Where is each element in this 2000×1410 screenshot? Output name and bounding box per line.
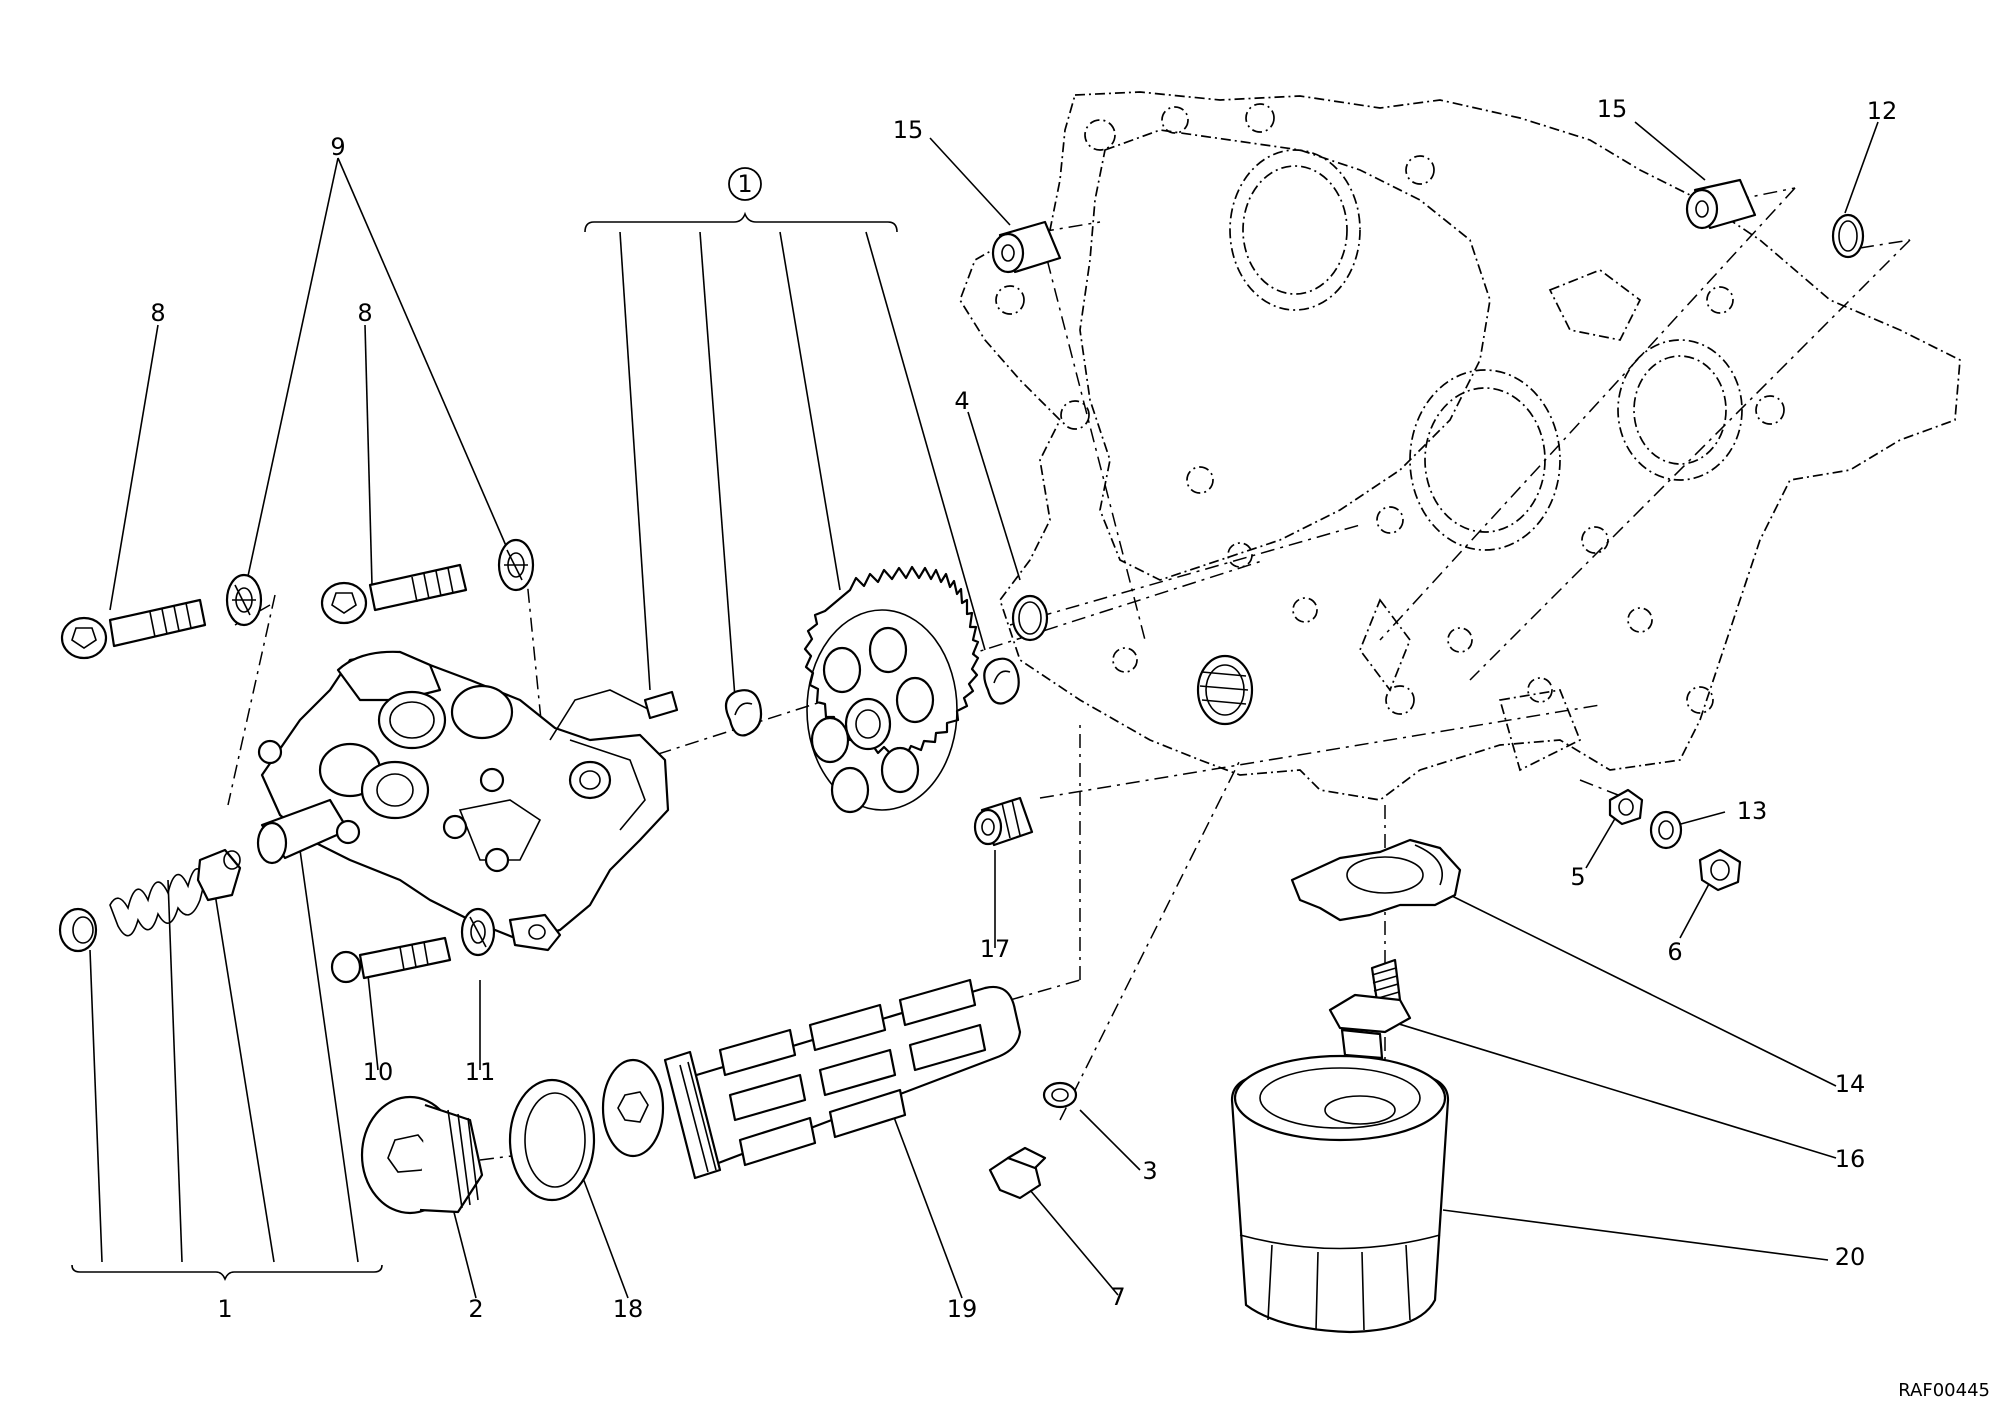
callout-1: 1	[217, 1295, 232, 1323]
callout-7: 7	[1110, 1283, 1125, 1311]
oil-pump-body	[256, 650, 670, 952]
kit-bracket-circled-1	[584, 167, 986, 699]
callout-1-circled: 1	[737, 170, 752, 198]
circlip-right	[983, 657, 1020, 705]
callout-16: 16	[1835, 1145, 1866, 1173]
plug-5	[1608, 788, 1644, 826]
kit-bracket-1	[71, 849, 383, 1282]
screw-8-left	[60, 598, 207, 660]
washer-13	[1649, 810, 1683, 850]
plug-6	[1698, 848, 1742, 892]
callout-12: 12	[1867, 97, 1898, 125]
callout-10: 10	[363, 1058, 394, 1086]
screw-8-middle	[320, 563, 468, 625]
washer-9-left	[225, 573, 263, 627]
callout-5: 5	[1570, 863, 1585, 891]
drawing-code: RAF00445	[1898, 1380, 1990, 1401]
circled-kit-marker	[728, 167, 762, 201]
callout-18: 18	[613, 1295, 644, 1323]
callout-6: 6	[1667, 938, 1682, 966]
callout-4: 4	[954, 387, 969, 415]
relief-spring	[109, 868, 206, 937]
dowel-bushing-15-left	[991, 220, 1062, 274]
relief-plunger	[196, 848, 242, 902]
callout-8-middle: 8	[357, 299, 372, 327]
oil-strainer-19	[601, 978, 1022, 1180]
washer-9-right	[497, 538, 535, 592]
o-ring-4	[1011, 594, 1049, 642]
filter-nipple-16	[1328, 958, 1412, 1060]
oil-filter-20	[1230, 1054, 1450, 1334]
callout-11: 11	[465, 1058, 496, 1086]
callout-15-left: 15	[893, 116, 924, 144]
callout-labels: 9 8 8 1 15 15 12 4 13 5 6 17 14 16 10 11…	[150, 95, 1990, 1401]
sealing-ring-18	[508, 1078, 596, 1202]
callout-19: 19	[947, 1295, 978, 1323]
crankcase-half	[959, 91, 1961, 801]
drain-plug-2	[360, 1095, 484, 1215]
valve-cap	[58, 907, 98, 953]
screw-10	[330, 936, 452, 984]
plug-screw-7	[988, 1146, 1047, 1200]
oil-pump-drive-gear	[803, 565, 980, 814]
callout-13: 13	[1737, 797, 1768, 825]
baffle-plate-14	[1290, 838, 1462, 922]
leader-lines	[109, 121, 1879, 1299]
callout-20: 20	[1835, 1243, 1866, 1271]
callout-17: 17	[980, 935, 1011, 963]
callout-14: 14	[1835, 1070, 1866, 1098]
circlip-left	[724, 689, 763, 737]
dowel-bushing-15-right	[1685, 178, 1757, 230]
callout-15-right: 15	[1597, 95, 1628, 123]
washer-11	[460, 907, 496, 957]
sleeve-17	[973, 796, 1034, 847]
callout-2: 2	[468, 1295, 483, 1323]
callout-8-left: 8	[150, 299, 165, 327]
callout-3: 3	[1142, 1157, 1157, 1185]
washer-3	[1042, 1081, 1078, 1109]
woodruff-key	[643, 690, 679, 720]
o-ring-12	[1831, 213, 1865, 259]
callout-9: 9	[330, 133, 345, 161]
